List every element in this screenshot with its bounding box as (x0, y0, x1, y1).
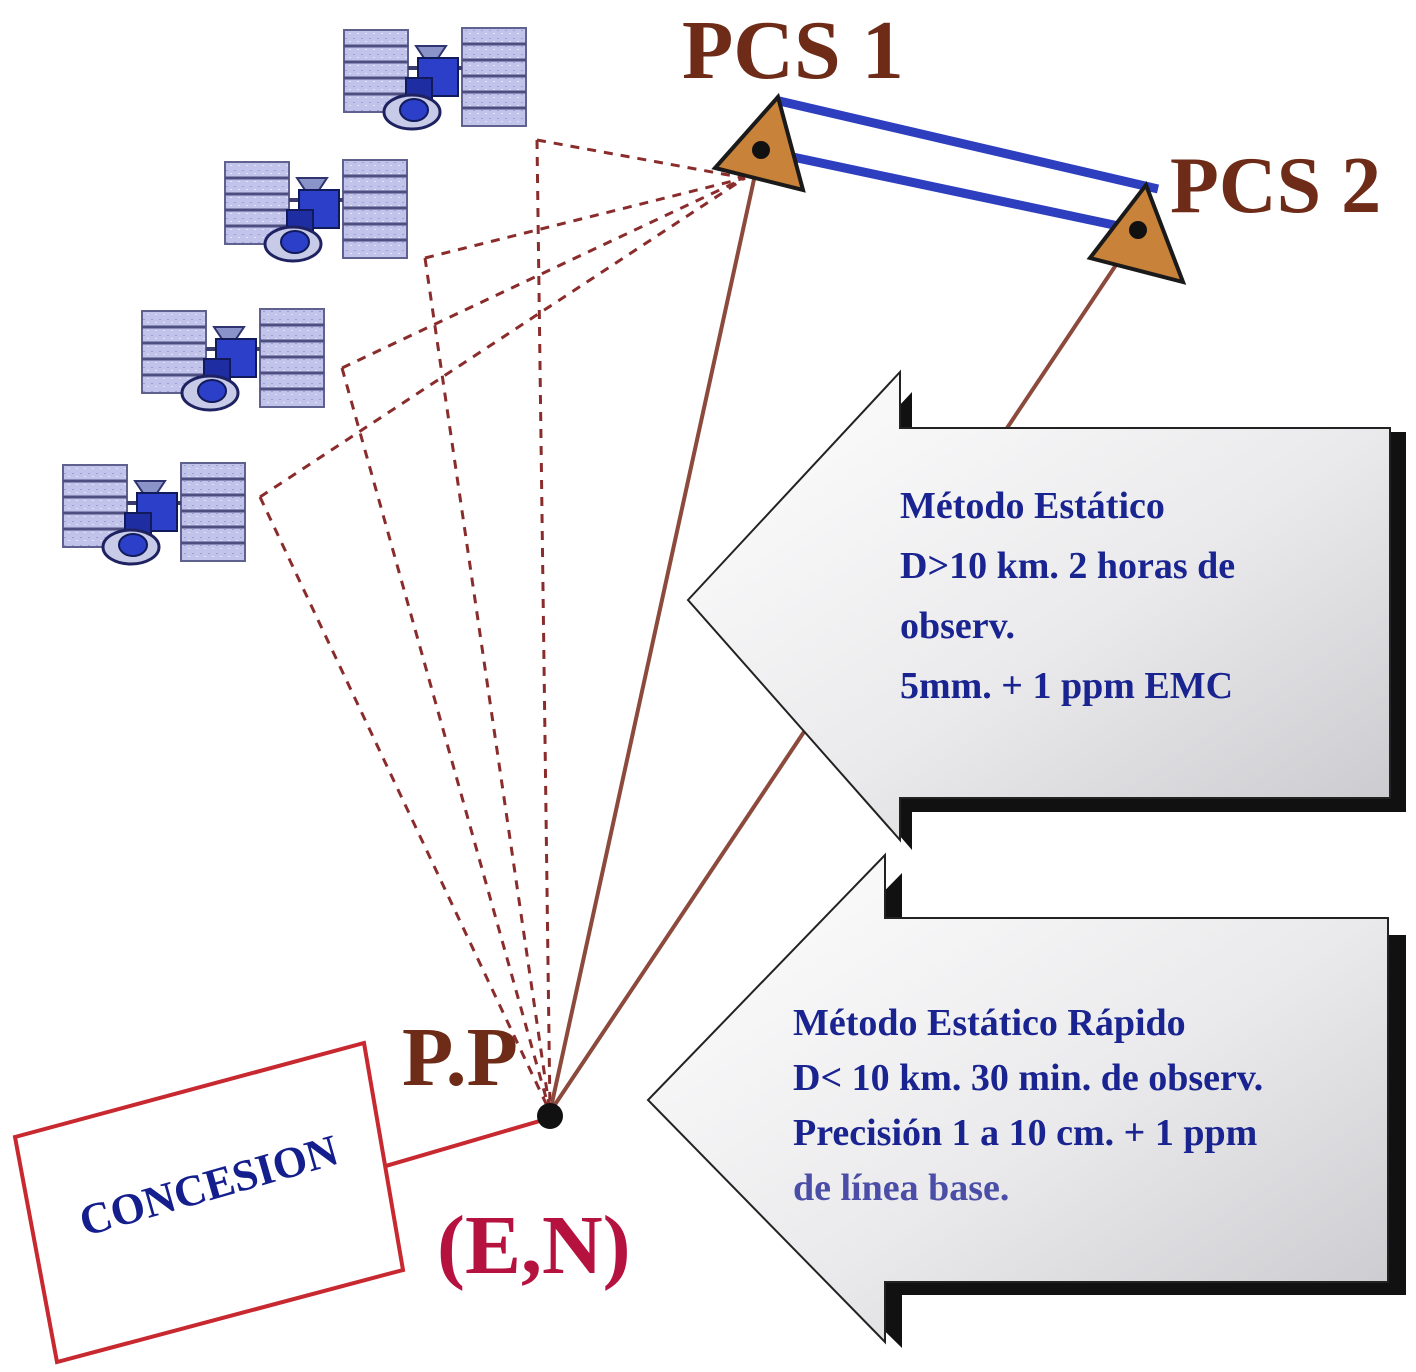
method-1-line-3: observ. (900, 605, 1015, 647)
method-2-line-2: D< 10 km. 30 min. de observ. (793, 1057, 1263, 1099)
pcs1-label: PCS 1 (682, 4, 904, 97)
satellite-icon (140, 307, 326, 412)
point-marker-icon (1129, 221, 1147, 239)
concesion-box (12, 1040, 406, 1365)
method-2-line-4: de línea base. (793, 1167, 1009, 1209)
method-1-line-4: 5mm. + 1 ppm EMC (900, 665, 1233, 707)
satellite-icon (61, 461, 247, 566)
method-2-text: Método Estático Rápido D< 10 km. 30 min.… (793, 1002, 1263, 1209)
method-arrow-1 (686, 369, 1406, 850)
point-marker-icon (537, 1103, 563, 1129)
method-2-line-3: Precisión 1 a 10 cm. + 1 ppm (793, 1112, 1257, 1154)
signal-rays (258, 138, 746, 1113)
satellite-icon (223, 158, 409, 263)
en-label: (E,N) (437, 1199, 631, 1292)
satellite-icon (342, 26, 528, 131)
pcs1-station (711, 92, 806, 193)
method-2-line-1: Método Estático Rápido (793, 1002, 1186, 1044)
concesion-group: CONCESION (12, 1040, 551, 1365)
pcs2-station (1086, 180, 1187, 285)
method-1-text: Método Estático D>10 km. 2 horas de obse… (900, 485, 1235, 707)
method-arrow-2 (646, 852, 1406, 1348)
pcs2-label: PCS 2 (1170, 142, 1381, 230)
method-1-line-2: D>10 km. 2 horas de (900, 545, 1235, 587)
point-marker-icon (752, 141, 770, 159)
method-1-line-1: Método Estático (900, 485, 1165, 527)
pcs-baseline (773, 95, 1160, 233)
pp-label: P.P (402, 1011, 518, 1104)
